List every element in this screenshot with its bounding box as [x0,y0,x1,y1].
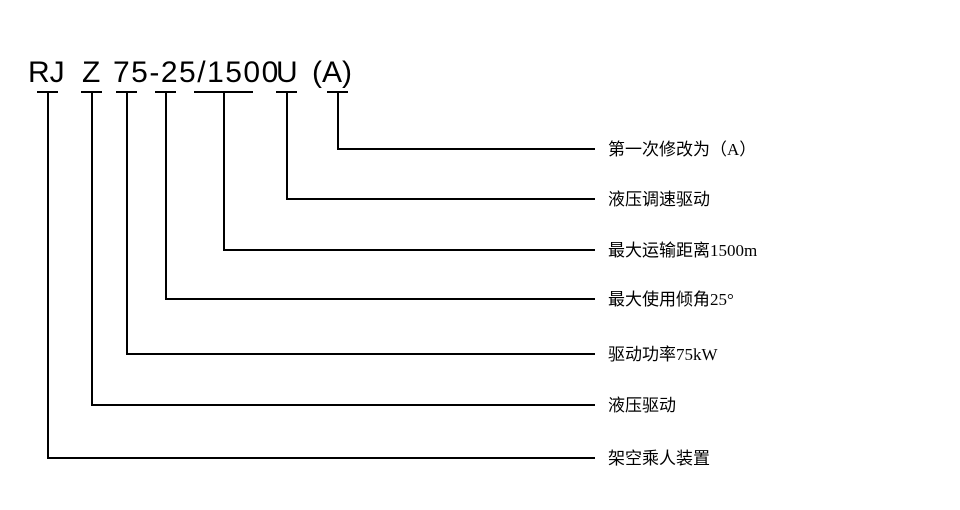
legend-label-device: 架空乘人装置 [608,449,710,468]
legend-label-hydraulic: 液压驱动 [608,396,676,415]
vertical-line-1500 [223,91,225,251]
legend-label-revision: 第一次修改为（A） [608,140,757,159]
vertical-line-z [91,91,93,406]
horizontal-line-rj [47,457,595,459]
vertical-line-rj [47,91,49,459]
vertical-line-25 [165,91,167,300]
horizontal-line-z [91,404,595,406]
vertical-line-u [286,91,288,200]
vertical-line-a [337,91,339,150]
horizontal-line-75 [126,353,595,355]
model-segment-rj: RJ [28,56,65,89]
legend-label-power: 驱动功率75kW [608,345,718,364]
vertical-line-75 [126,91,128,355]
model-segment-spec: 75-25/1500 [113,56,280,89]
legend-label-distance: 最大运输距离1500m [608,241,758,260]
model-segment-z: Z [82,56,101,89]
legend-label-speed-drive: 液压调速驱动 [608,190,710,209]
horizontal-line-u [286,198,595,200]
model-segment-a: (A) [312,56,352,89]
model-segment-u: U [276,56,298,89]
horizontal-line-a [337,148,595,150]
horizontal-line-25 [165,298,595,300]
horizontal-line-1500 [223,249,595,251]
legend-label-angle: 最大使用倾角25° [608,290,734,309]
